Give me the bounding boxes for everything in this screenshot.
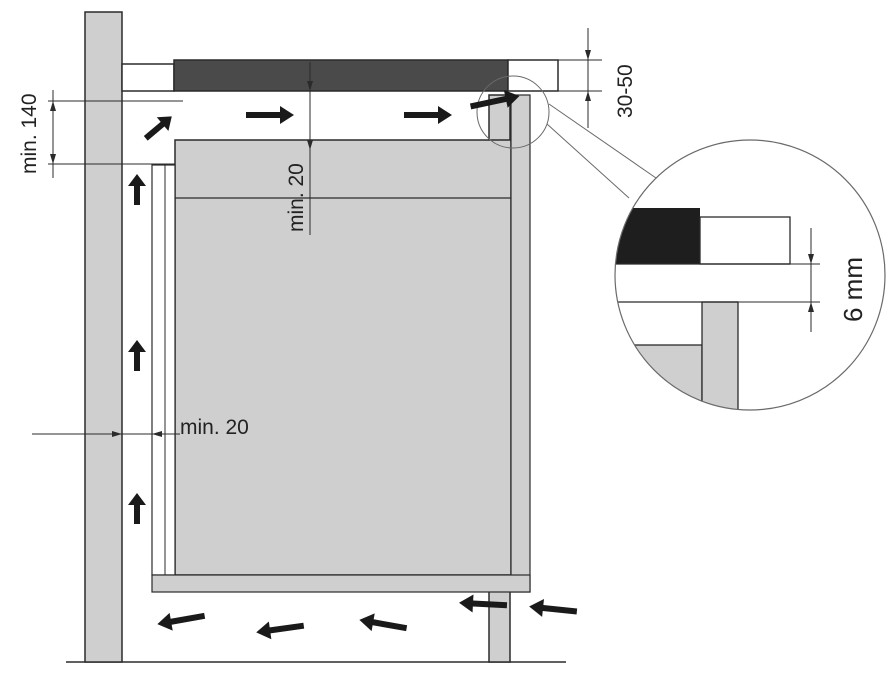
oven-front-frame [151, 164, 176, 576]
detail-grey-panel [615, 344, 703, 410]
arrow-left-4 [256, 621, 305, 640]
arrow-up-3 [128, 174, 146, 205]
dim-20-top-arrow-up [307, 81, 313, 91]
arrow-up-2 [128, 340, 146, 371]
arrow-right-2 [404, 106, 452, 124]
detail-marker-circle [476, 75, 550, 149]
magnified-detail [615, 140, 885, 410]
dim-20-side-arrow-right [152, 431, 162, 437]
label-min-140: min. 140 [18, 93, 41, 174]
label-min-20-side: min. 20 [180, 416, 249, 439]
left-cabinet-wall [84, 11, 123, 663]
dim-20-side-arrow-left [112, 431, 122, 437]
arrow-diagonal-right [469, 90, 520, 110]
detail-dim-arrow-top [808, 254, 814, 264]
detail-wall [701, 301, 739, 410]
detail-dim-arrow-bottom [808, 302, 814, 312]
detail-worktop [699, 216, 791, 265]
oven-bottom [151, 574, 531, 593]
oven-body [174, 139, 512, 576]
arrow-left-2 [459, 594, 508, 613]
detail-cooktop-black [615, 208, 700, 264]
label-6mm: 6 mm [838, 257, 868, 322]
cooktop [173, 59, 509, 92]
dim-30-50-arrow-top [585, 50, 591, 60]
dim-140-arrow-bottom [50, 154, 56, 164]
leader-line-upper [548, 103, 657, 179]
magnifier-circle [614, 139, 886, 411]
arrow-left-5 [157, 612, 206, 631]
label-min-20-top: min. 20 [285, 163, 308, 232]
arrow-right-1 [246, 106, 294, 124]
dim-20-top-arrow-down [307, 140, 313, 150]
airflow-arrows [128, 90, 578, 640]
arrow-up-1 [128, 493, 146, 524]
oven-right-strip [510, 94, 531, 593]
dim-140-arrow-top [50, 101, 56, 111]
worktop-right [507, 59, 559, 92]
worktop-left [121, 63, 175, 92]
label-30-50: 30-50 [614, 64, 637, 118]
leader-line-lower [546, 123, 630, 199]
arrow-left-3 [359, 613, 408, 632]
arrow-diagonal-left [143, 116, 172, 141]
dim-30-50-arrow-bottom [585, 91, 591, 101]
arrow-left-1 [529, 599, 578, 617]
